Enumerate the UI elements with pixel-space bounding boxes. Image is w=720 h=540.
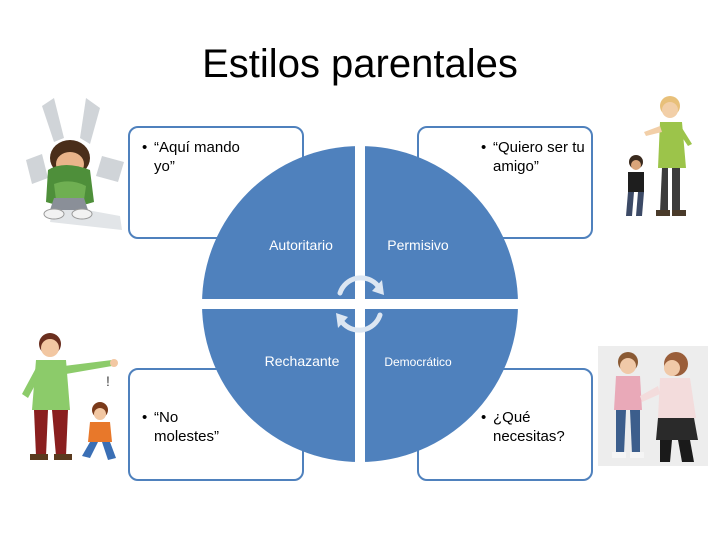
bullet-icon: • — [142, 409, 148, 426]
quote-text-permisivo: • “Quiero ser tu amigo” — [481, 139, 585, 175]
cycle-arrowheads — [336, 280, 384, 328]
label-democratico: Democrático — [384, 355, 452, 369]
svg-text:!: ! — [106, 373, 110, 389]
label-autoritario: Autoritario — [269, 237, 333, 253]
bullet-icon: • — [481, 139, 487, 156]
adult-talking-to-child-illustration — [626, 96, 692, 216]
label-rechazante: Rechazante — [265, 353, 340, 369]
quote-text-rechazante: • “No molestes” — [142, 409, 220, 445]
quote-text-autoritario: • “Aquí mando yo” — [142, 139, 240, 175]
label-permisivo: Permisivo — [387, 237, 449, 253]
bullet-icon: • — [142, 139, 148, 156]
child-crouching-illustration — [26, 98, 124, 230]
adult-scolding-child-illustration: ! — [22, 333, 118, 460]
mother-and-daughter-photo — [598, 346, 708, 466]
horizontal-separator — [195, 299, 525, 309]
quote-text-democratico: • ¿Qué necesitas? — [481, 409, 565, 445]
slide-title: Estilos parentales — [202, 42, 518, 86]
bullet-icon: • — [481, 409, 487, 426]
cycle-arrows-icon — [337, 275, 383, 333]
